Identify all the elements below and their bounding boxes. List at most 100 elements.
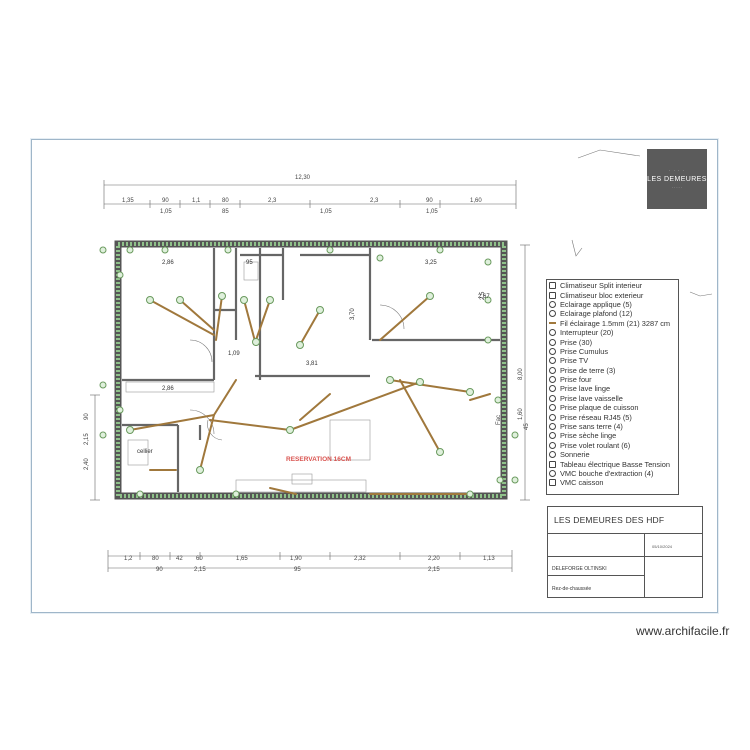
climatiseur-exterior-icon <box>549 291 556 299</box>
dim-top2-2: 85 <box>222 209 229 215</box>
door-swings <box>189 304 405 441</box>
archifacile-watermark: www.archifacile.fr <box>636 624 730 638</box>
legend-item: Prise volet roulant (6) <box>549 441 676 450</box>
company-logo: · · · · LES DEMEURES · · · · · <box>647 149 707 209</box>
dim-bottom-9: 1,13 <box>483 556 495 562</box>
electrical-points <box>99 246 519 498</box>
room-label-2: 3,25 <box>425 260 437 266</box>
dim-left-3: 2,40 <box>84 458 90 470</box>
dim-bottom2-4: 2,15 <box>428 567 440 573</box>
logo-top-text: · · · · <box>669 168 685 173</box>
legend-item: Sonnerie <box>549 450 676 459</box>
socket-shutter-icon <box>549 441 556 449</box>
interior-walls <box>122 248 500 492</box>
legend-label: VMC bouche d'extraction (4) <box>560 469 654 478</box>
electric-panel-icon <box>549 460 556 468</box>
socket-icon <box>549 338 556 346</box>
legend-label: Sonnerie <box>560 450 590 460</box>
exterior-walls <box>114 240 508 500</box>
dim-bottom-1: 1,2 <box>124 556 133 562</box>
legend-label: Prise four <box>560 375 592 385</box>
legend-item: VMC bouche d'extraction (4) <box>549 469 676 478</box>
floor-level: Rez-de-chaussée <box>552 586 592 592</box>
legend-item: Climatiseur bloc exterieur <box>549 290 676 300</box>
dim-top-7: 90 <box>426 198 433 204</box>
dim-left-1: 90 <box>84 413 90 420</box>
room-label-3: 2,67 <box>478 294 490 300</box>
legend-item: Interrupteur (20) <box>549 328 676 337</box>
dim-top2-4: 1,05 <box>426 209 438 215</box>
legend-label: Climatiseur Split interieur <box>560 281 643 291</box>
legend-label: Eclairage applique (5) <box>560 299 632 309</box>
room-label-1: 2,86 <box>162 260 174 266</box>
room-label-9: cellier <box>137 449 153 455</box>
legend-label: Prise (30) <box>560 337 593 347</box>
client-name: DELEFORGE OLTINSKI <box>552 566 607 572</box>
legend-label: Prise lave linge <box>560 384 611 394</box>
dim-bottom2-3: 95 <box>294 567 301 573</box>
vmc-unit-icon <box>549 479 556 487</box>
legend-label: Climatiseur bloc exterieur <box>560 290 644 300</box>
socket-dryer-icon <box>549 432 556 440</box>
legend-item: Prise lave vaisselle <box>549 394 676 403</box>
legend-label: Prise TV <box>560 356 589 366</box>
room-label-4: 95 <box>246 260 253 266</box>
dim-left-2: 2,15 <box>84 433 90 445</box>
dim-right-1: 8,00 <box>518 368 524 380</box>
legend-label: Prise sèche linge <box>560 431 617 441</box>
wall-light-icon <box>549 300 556 308</box>
climatiseur-icon <box>549 282 556 290</box>
legend-label: Prise volet roulant (6) <box>560 440 631 450</box>
dim-bottom2-1: 90 <box>156 567 163 573</box>
dim-top-5: 2,3 <box>268 198 277 204</box>
title-block-line-3 <box>548 575 644 576</box>
dim-top2-1: 1,05 <box>160 209 172 215</box>
socket-cumulus-icon <box>549 347 556 355</box>
legend-item: Prise plaque de cuisson <box>549 403 676 412</box>
legend-item: Eclairage applique (5) <box>549 300 676 309</box>
legend-item: Climatiseur Split interieur <box>549 281 676 290</box>
legend-panel: Climatiseur Split interieur Climatiseur … <box>546 279 679 495</box>
socket-ground-icon <box>549 366 556 374</box>
dim-top-2: 90 <box>162 198 169 204</box>
title-block-line-2 <box>548 556 702 557</box>
annotation-marks <box>571 149 713 297</box>
bell-icon <box>549 451 556 459</box>
dim-top-4: 80 <box>222 198 229 204</box>
vmc-vent-icon <box>549 470 556 477</box>
room-label-5: 3,70 <box>350 308 356 320</box>
dim-bottom-3: 42 <box>176 556 183 562</box>
legend-item: Prise sèche linge <box>549 431 676 440</box>
legend-item: Prise réseau RJ45 (5) <box>549 412 676 422</box>
ceiling-light-icon <box>549 310 556 318</box>
dim-bottom-2: 80 <box>152 556 159 562</box>
legend-label: Prise réseau RJ45 (5) <box>560 412 632 422</box>
legend-item: Prise de terre (3) <box>549 366 676 375</box>
socket-washer-icon <box>549 385 556 393</box>
legend-item: Prise sans terre (4) <box>549 422 676 431</box>
legend-label: Prise sans terre (4) <box>560 422 623 432</box>
legend-item: Prise lave linge <box>549 384 676 393</box>
dim-bottom-8: 2,20 <box>428 556 440 562</box>
dim-total: 12,30 <box>295 175 311 181</box>
legend-label: Prise lave vaisselle <box>560 393 623 403</box>
socket-dishwasher-icon <box>549 394 556 402</box>
socket-rj45-icon <box>549 413 556 421</box>
legend-item: Prise four <box>549 375 676 384</box>
dim-right-5: 2,5 <box>480 291 486 300</box>
dim-bottom-4: 60 <box>196 556 203 562</box>
plan-date: 05/10/2024 <box>652 544 673 549</box>
legend-item: Fil éclairage 1.5mm (21) 3287 cm <box>549 319 676 328</box>
dim-bottom-5: 1,65 <box>236 556 248 562</box>
company-name: LES DEMEURES DES HDF <box>554 515 665 525</box>
legend-label: VMC caisson <box>560 478 604 488</box>
reservation-label: RESERVATION 16CM <box>286 456 351 463</box>
socket-tv-icon <box>549 357 556 365</box>
logo-name: LES DEMEURES <box>647 176 707 183</box>
legend-label: Tableau électrique Basse Tension <box>560 459 670 469</box>
legend-label: Prise de terre (3) <box>560 365 616 375</box>
dim-right-3: 45 <box>524 423 530 430</box>
title-block-vertical-line <box>644 534 645 556</box>
room-label-8: 2,86 <box>162 386 174 392</box>
